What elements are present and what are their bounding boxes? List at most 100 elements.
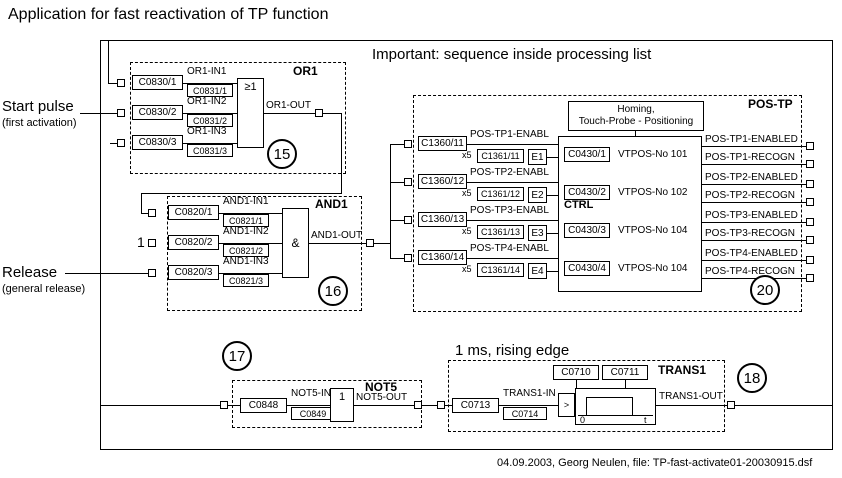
postp-vtpos-label-2: VTPOS-No 102	[618, 187, 688, 198]
wire	[183, 113, 237, 114]
wire	[100, 405, 240, 406]
wire	[219, 213, 282, 214]
postp-header-line1: Homing,	[617, 104, 655, 115]
connector-square	[727, 401, 735, 409]
and1-in3-label: AND1-IN3	[223, 256, 269, 267]
wire	[467, 144, 558, 145]
and1-param-box-3: C0821/3	[223, 274, 269, 287]
timing-t-label: t	[644, 415, 647, 425]
or1-in2-label: OR1-IN2	[187, 96, 227, 107]
trans1-param-box: C0714	[503, 407, 547, 420]
trans1-caption: 1 ms, rising edge	[455, 342, 570, 359]
timing-baseline	[578, 415, 653, 416]
start-pulse-label: Start pulse	[2, 98, 74, 115]
not5-in-label: NOT5-IN	[291, 388, 331, 399]
trans1-block	[448, 360, 725, 432]
wire	[183, 143, 237, 144]
postp-out-recogn-label-3: POS-TP3-RECOGN	[705, 228, 796, 239]
wire	[141, 213, 149, 214]
trans1-out-label: TRANS1-OUT	[659, 391, 723, 402]
wire	[547, 271, 558, 272]
and1-out-label: AND1-OUT	[311, 230, 363, 241]
connector-square	[404, 178, 412, 186]
postp-out-enabled-label-2: POS-TP2-ENABLED	[705, 172, 798, 183]
trans1-title: TRANS1	[658, 363, 707, 377]
and1-param-box-1: C0821/1	[223, 214, 269, 227]
timing-zero-label: 0	[580, 415, 586, 425]
connector-square	[117, 139, 125, 147]
postp-param-box-1: C1361/11	[477, 149, 524, 163]
postp-pin-box-4: E4	[528, 263, 547, 279]
wire	[702, 240, 806, 241]
postp-code-box-1: C1360/11	[418, 136, 467, 151]
badge-16: 16	[318, 276, 348, 306]
connector-square	[148, 239, 156, 247]
outer-loop-box	[100, 40, 833, 450]
connector-square	[404, 216, 412, 224]
wire	[141, 193, 142, 214]
or1-param-box-3: C0831/3	[187, 144, 233, 157]
badge-20: 20	[750, 275, 780, 305]
or-gate: ≥1	[237, 78, 264, 148]
or1-param-box-2: C0831/2	[187, 114, 233, 127]
postp-code-box-3: C1360/13	[418, 212, 467, 227]
wire	[264, 113, 315, 114]
wire	[625, 380, 626, 388]
wire	[287, 405, 330, 406]
postp-out-recogn-label-4: POS-TP4-RECOGN	[705, 266, 796, 277]
and1-in2-label: AND1-IN2	[223, 226, 269, 237]
not5-param-box: C0849	[291, 407, 335, 420]
or1-code-box-2: C0830/2	[132, 105, 183, 120]
connector-square	[404, 254, 412, 262]
connector-square	[806, 236, 814, 244]
connector-square	[220, 401, 228, 409]
postp-code-box-4: C1360/14	[418, 250, 467, 265]
trans1-code-box: C0713	[452, 398, 499, 413]
constant-one-label: 1	[137, 234, 145, 250]
connector-square	[148, 269, 156, 277]
wire	[110, 143, 118, 144]
connector-square	[806, 218, 814, 226]
wire	[341, 113, 342, 194]
wire	[656, 405, 727, 406]
badge-18: 18	[737, 363, 767, 393]
postp-out-recogn-label-2: POS-TP2-RECOGN	[705, 190, 796, 201]
wire	[374, 243, 391, 244]
connector-square	[806, 256, 814, 264]
wire	[702, 202, 806, 203]
or1-block	[130, 62, 346, 174]
important-note: Important: sequence inside processing li…	[372, 46, 652, 63]
postp-x5-label-3: x5	[462, 226, 472, 236]
postp-ctrl-code-box-2: C0430/2	[564, 185, 610, 200]
or1-out-label: OR1-OUT	[266, 100, 311, 111]
badge-15: 15	[267, 139, 297, 169]
and1-code-box-2: C0820/2	[168, 235, 219, 250]
release-label: Release	[2, 264, 58, 281]
postp-ctrl-code-box-3: C0430/3	[564, 223, 610, 238]
connector-square	[117, 79, 125, 87]
postp-out-enabled-label-1: POS-TP1-ENABLED	[705, 134, 798, 145]
connector-square	[404, 140, 412, 148]
not5-code-box: C0848	[240, 398, 287, 413]
wire	[390, 144, 405, 145]
postp-enabl-label-4: POS-TP4-ENABL	[470, 243, 549, 254]
postp-pin-box-3: E3	[528, 225, 547, 241]
wire	[467, 258, 558, 259]
postp-out-enabled-label-4: POS-TP4-ENABLED	[705, 248, 798, 259]
connector-square	[806, 180, 814, 188]
trans1-code-top1-box: C0710	[553, 365, 599, 380]
postp-pin-box-2: E2	[528, 187, 547, 203]
postp-header-box: Homing, Touch-Probe - Positioning	[568, 101, 704, 131]
and1-in1-label: AND1-IN1	[223, 196, 269, 207]
timing-pulse-fall	[632, 397, 633, 415]
postp-param-box-3: C1361/13	[477, 225, 524, 239]
postp-ctrl-code-box-1: C0430/1	[564, 147, 610, 162]
wire	[702, 222, 806, 223]
wire	[219, 243, 282, 244]
postp-function-box	[558, 136, 702, 292]
connector-square	[437, 401, 445, 409]
wire	[108, 83, 118, 84]
postp-vtpos-label-3: VTPOS-No 104	[618, 225, 688, 236]
wire	[467, 220, 558, 221]
postp-enabl-label-1: POS-TP1-ENABL	[470, 129, 549, 140]
